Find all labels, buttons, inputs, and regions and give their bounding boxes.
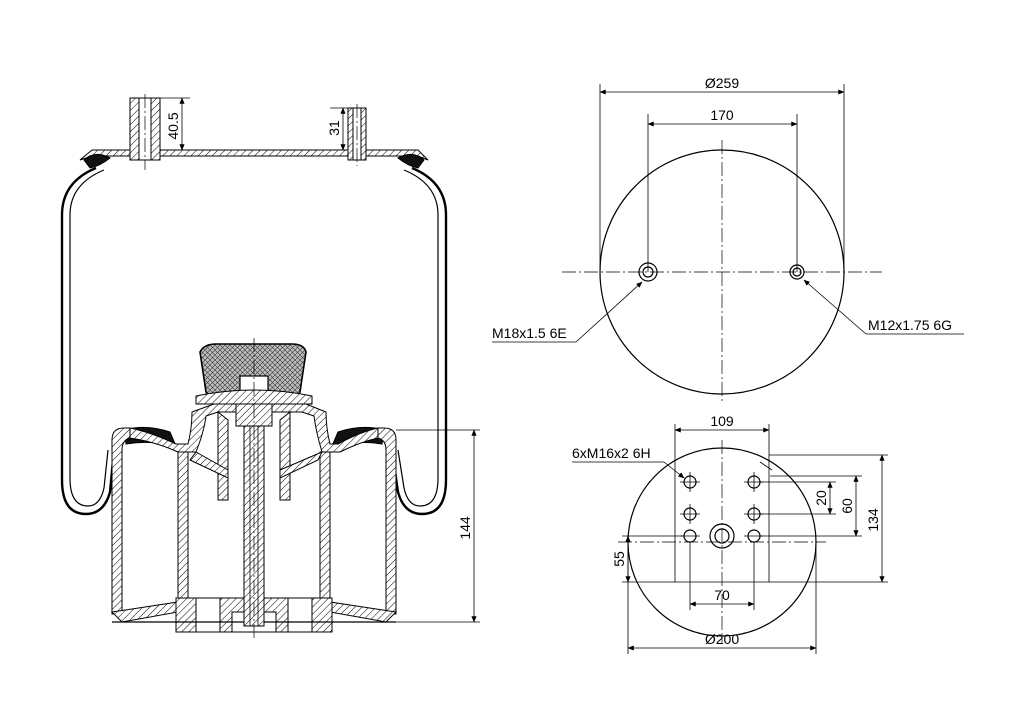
top-view: Ø259 170 M18x1.5 6E M12x1.75 6G [492,75,964,404]
dim-60-label: 60 [839,498,855,514]
center-boss [709,523,735,549]
dim-134-label: 134 [865,508,881,532]
side-view: 40.5 31 [60,94,480,640]
stud-spacing-label: 170 [710,107,734,123]
hole-spacing-label: 109 [710,413,734,429]
stud-left-height-label: 40.5 [165,112,181,139]
dim-20-label: 20 [813,490,829,506]
top-bead-right [397,154,425,169]
top-bead-left [83,154,111,169]
top-diameter-label: Ø259 [705,75,739,91]
base-thread-label: 6xM16x2 6H [572,445,651,461]
stud-right-height-label: 31 [326,120,342,136]
thread-left-label: M18x1.5 6E [492,325,567,341]
thread-right-label: M12x1.75 6G [868,317,952,333]
dim-55-label: 55 [611,551,627,567]
bottom-view: 109 6xM16x2 6H 20 60 [572,413,888,654]
bellows [60,166,448,516]
inner-tube-left [177,451,189,603]
thread-hole-left [638,262,658,282]
inner-tube-right [319,451,331,603]
base-diameter-label: Ø200 [705,631,739,647]
piston-wall-right [377,427,397,615]
total-height-label: 144 [457,516,473,540]
dim-70-label: 70 [714,587,730,603]
thread-hole-right [789,264,805,280]
piston-top [129,403,379,453]
piston-wall-left [111,427,131,615]
